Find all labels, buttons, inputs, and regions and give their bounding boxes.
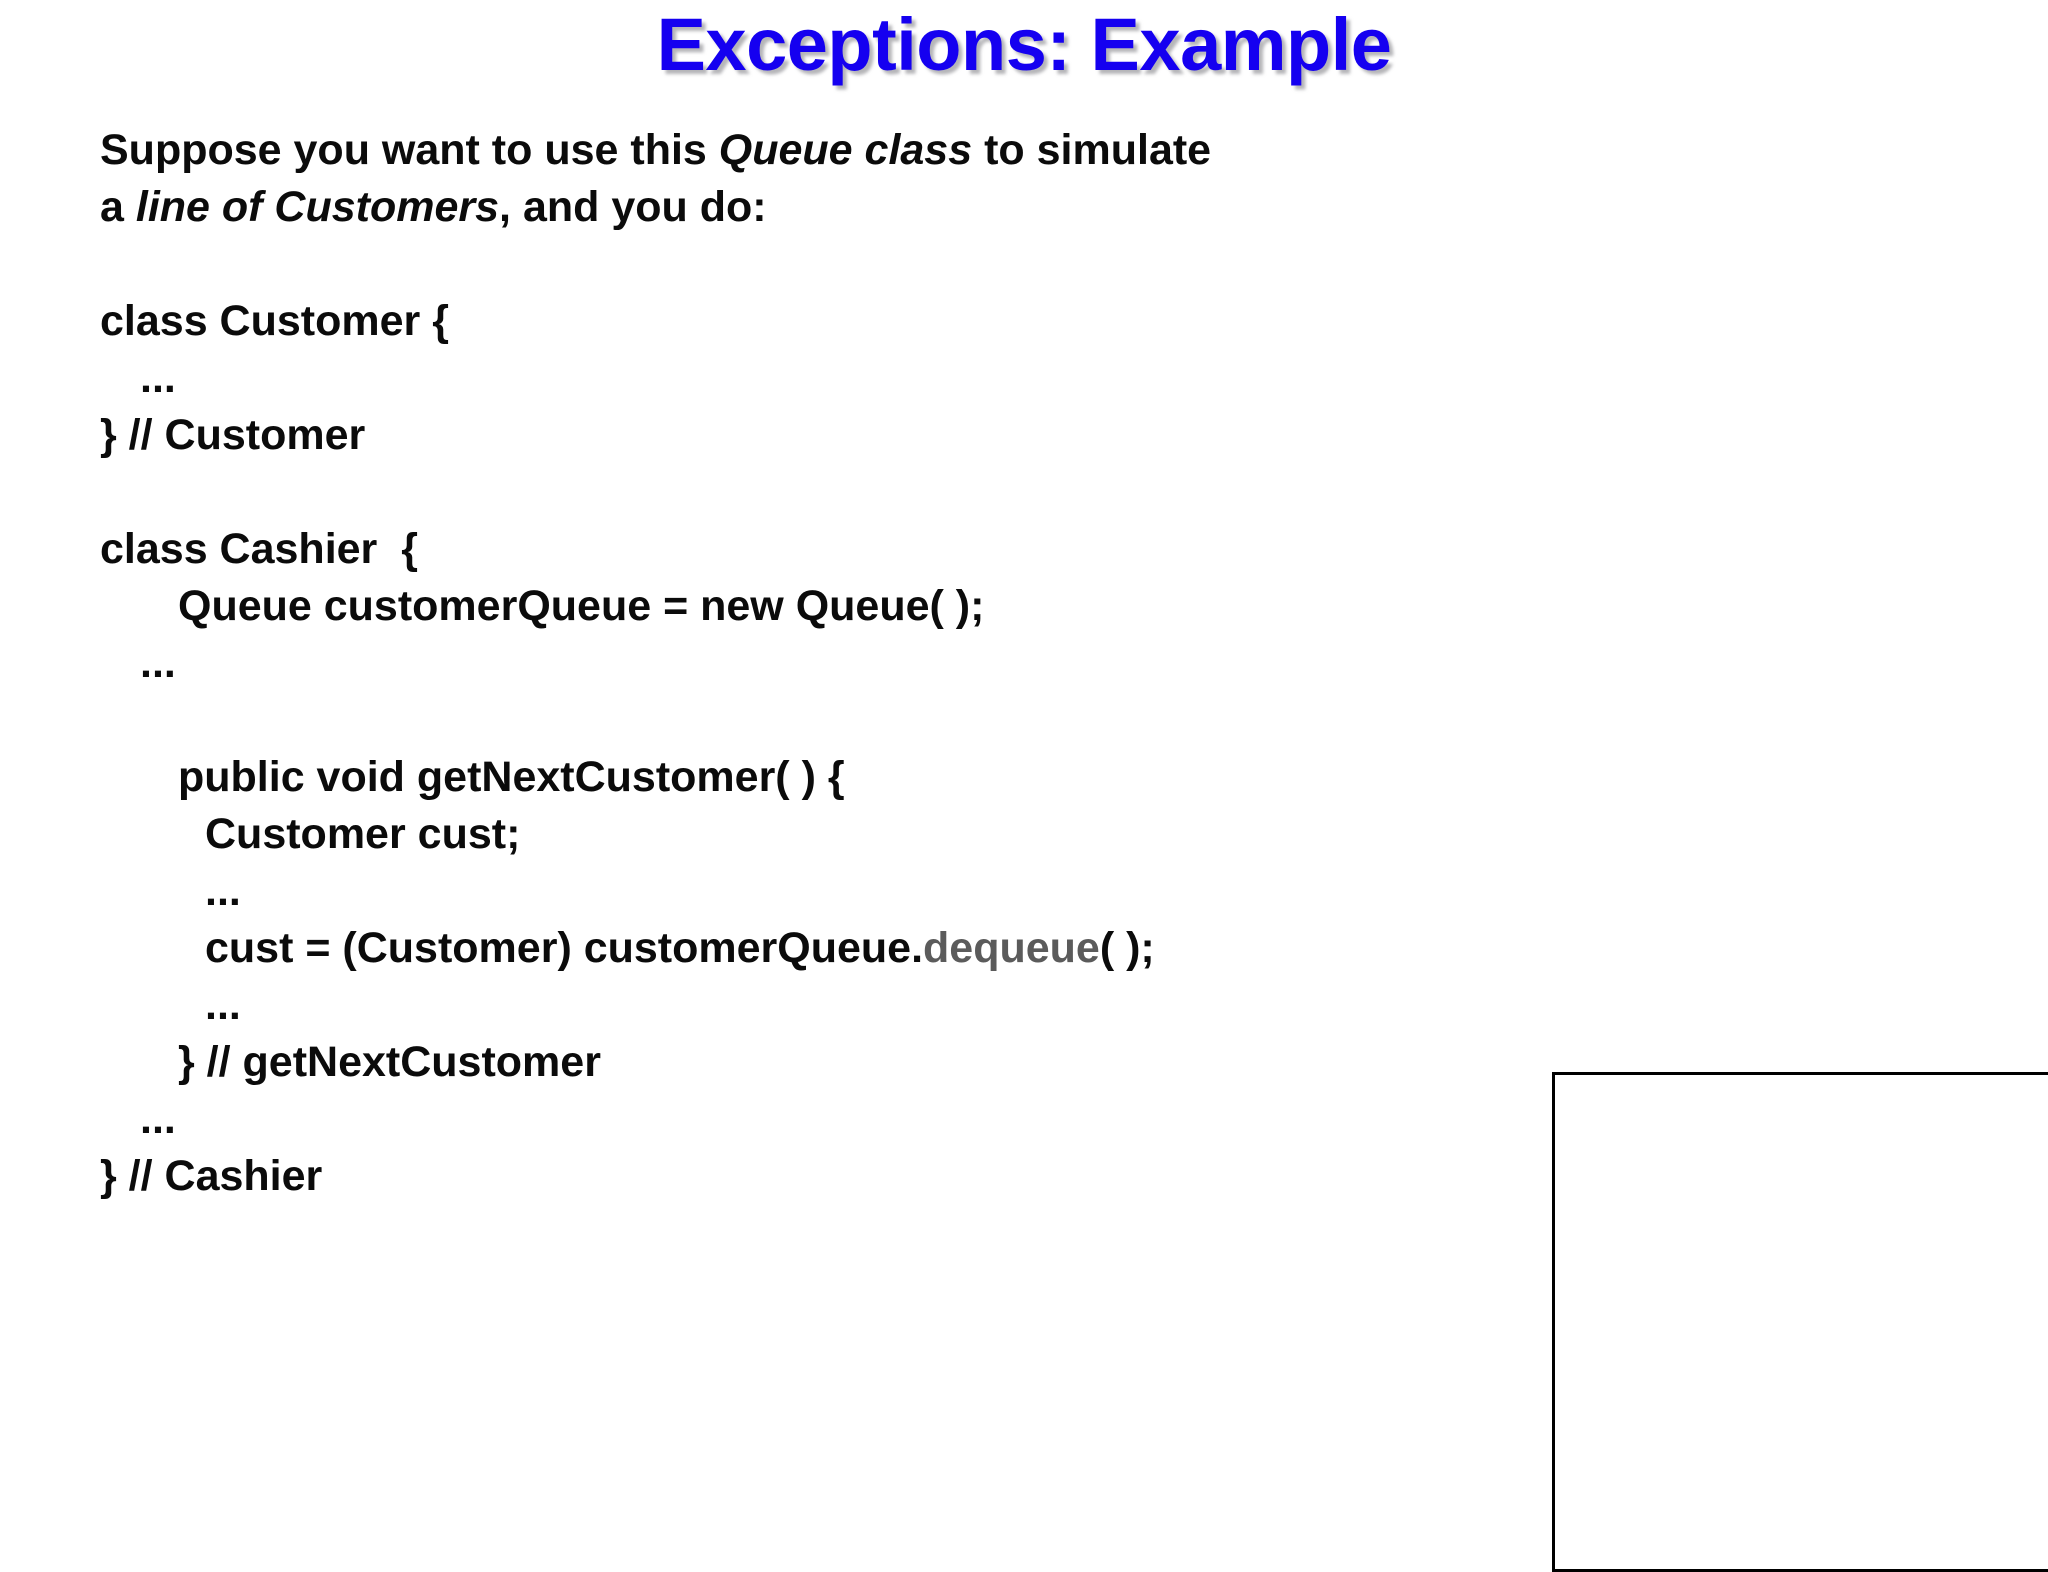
intro-line-1: Suppose you want to use this Queue class… [100, 122, 1750, 179]
code-line-cashier-class-open: class Cashier { [100, 525, 418, 573]
code-line-method-ellipsis-2: ... [205, 981, 241, 1029]
spacer-line-1 [100, 236, 1750, 293]
code-line-cashier-ellipsis-2: ... [140, 1095, 176, 1143]
intro-line-1-part-a: Suppose you want to use this [100, 126, 719, 174]
code-line-cashier-class-close: } // Cashier [100, 1152, 323, 1200]
slide-canvas: Exceptions: Example Suppose you want to … [100, 3, 2048, 1572]
intro-line-1-part-b: to simulate [972, 126, 1212, 174]
intro-line-1-emphasis: Queue class [718, 126, 973, 174]
intro-line-2-part-b: , and you do: [499, 183, 767, 231]
empty-callout-box [1552, 1072, 2048, 1572]
intro-line-2-part-a: a [100, 183, 136, 231]
code-line-method-close: } // getNextCustomer [178, 1038, 601, 1086]
spacer-line-3 [100, 692, 1750, 749]
dequeue-method-name: dequeue [923, 924, 1100, 972]
code-line-customer-class-open: class Customer { [100, 297, 449, 345]
code-line-customer-ellipsis: ... [140, 354, 176, 402]
dequeue-call-prefix: cust = (Customer) customerQueue. [205, 924, 924, 972]
page-title: Exceptions: Example [656, 3, 1392, 86]
slide-body: Suppose you want to use this Queue class… [100, 122, 1750, 1205]
code-line-dequeue-call: cust = (Customer) customerQueue.dequeue(… [100, 920, 1750, 977]
code-line-method-ellipsis-1: ... [205, 867, 241, 915]
code-line-cashier-ellipsis-1: ... [140, 639, 176, 687]
code-line-cust-declaration: Customer cust; [205, 810, 521, 858]
intro-line-2: a line of Customers, and you do: [100, 179, 1750, 236]
code-line-queue-declaration: Queue customerQueue = new Queue( ); [178, 582, 985, 630]
code-line-method-open: public void getNextCustomer( ) { [178, 753, 845, 801]
code-line-customer-class-close: } // Customer [100, 411, 366, 459]
spacer-line-2 [100, 464, 1750, 521]
intro-line-2-emphasis: line of Customers [135, 183, 500, 231]
dequeue-call-suffix: ( ); [1099, 924, 1155, 972]
